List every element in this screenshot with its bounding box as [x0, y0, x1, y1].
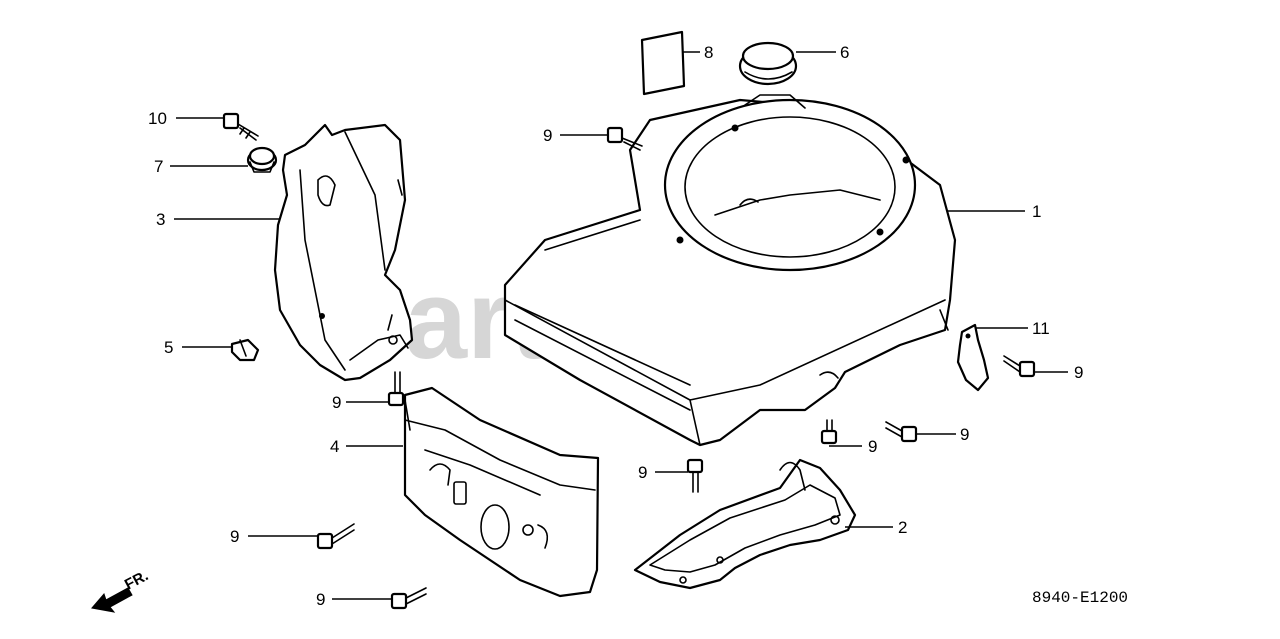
callout-9-e: 9	[868, 437, 877, 456]
bolt-9-f[interactable]	[686, 458, 704, 493]
label-part[interactable]	[640, 30, 686, 96]
front-cover-plate-part[interactable]	[403, 386, 600, 598]
bolt-10-part[interactable]	[222, 112, 259, 141]
side-shroud-part[interactable]	[273, 123, 414, 382]
callout-9-f: 9	[638, 463, 647, 482]
grommet-part[interactable]	[246, 146, 278, 173]
bolt-9-g[interactable]	[316, 523, 355, 550]
callout-9-b: 9	[332, 393, 341, 412]
leader-lines	[170, 51, 1068, 600]
bolt-9-d[interactable]	[885, 421, 918, 443]
callout-1: 1	[1032, 202, 1041, 221]
callout-11: 11	[1032, 319, 1050, 338]
front-direction-arrow-icon	[91, 587, 133, 613]
callout-9-c: 9	[1074, 363, 1083, 382]
callout-5: 5	[164, 338, 173, 357]
lower-guide-plate-part[interactable]	[633, 458, 857, 590]
callout-9-h: 9	[316, 590, 325, 609]
callout-8: 8	[704, 43, 713, 62]
callout-4: 4	[330, 437, 339, 456]
clip-part[interactable]	[230, 338, 260, 362]
bracket-part[interactable]	[956, 323, 990, 392]
fan-cover-part[interactable]	[503, 94, 957, 447]
bolt-9-b[interactable]	[387, 371, 405, 407]
callout-2: 2	[898, 518, 907, 537]
callout-10: 10	[148, 109, 167, 128]
callout-9-d: 9	[960, 425, 969, 444]
callout-9-a: 9	[543, 126, 552, 145]
callout-7: 7	[154, 157, 163, 176]
callout-9-g: 9	[230, 527, 239, 546]
cap-part[interactable]	[738, 41, 798, 86]
callout-3: 3	[156, 210, 165, 229]
diagram-code: 8940-E1200	[1032, 589, 1128, 607]
bolt-9-h[interactable]	[390, 587, 427, 610]
bolt-9-c[interactable]	[1003, 355, 1036, 378]
callout-6: 6	[840, 43, 849, 62]
bolt-9-e[interactable]	[820, 419, 838, 445]
